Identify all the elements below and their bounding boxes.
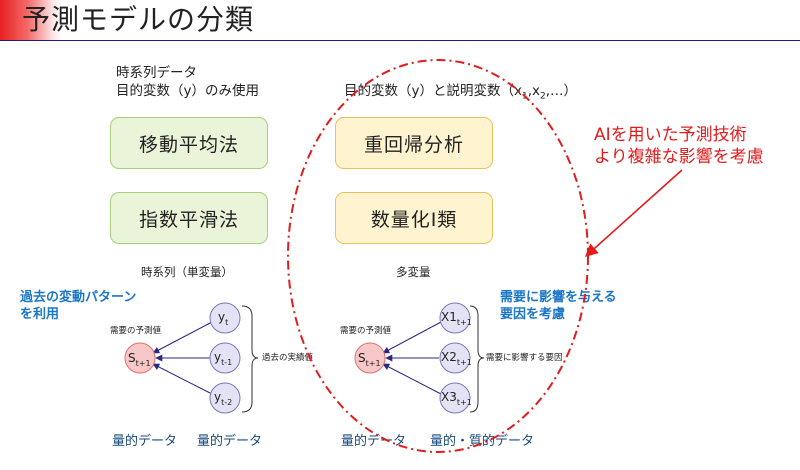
right-arrow-3	[382, 363, 442, 395]
left-note: 過去の変動パターンを利用	[20, 290, 137, 322]
method-box-exponential-smoothing: 指数平滑法	[110, 192, 268, 244]
right-target-label: 需要の予測値	[340, 326, 392, 336]
left-input-text-3: yt-2	[214, 390, 232, 407]
left-input-node-3	[209, 382, 241, 414]
left-target-node	[124, 342, 156, 374]
method-box-multiple-regression: 重回帰分析	[335, 117, 493, 169]
right-input-text-2: X2t+1	[441, 350, 472, 367]
multivariate-highlight-ellipse	[287, 59, 589, 453]
right-bracket-label: 需要に影響する要因	[486, 353, 563, 363]
right-input-text-3: X3t+1	[441, 390, 472, 407]
right-input-node-1	[439, 302, 471, 334]
right-target-text: St+1	[358, 351, 381, 368]
right-input-node-2	[439, 342, 471, 374]
right-caption: 多変量	[396, 265, 431, 279]
left-target-text: St+1	[128, 351, 151, 368]
left-diagram: St+1 yt yt-1 yt-2	[124, 302, 259, 414]
right-target-node	[354, 342, 386, 374]
left-arrow-1	[152, 321, 213, 354]
left-input-node-2	[209, 342, 241, 374]
right-input-text-1: X1t+1	[441, 310, 472, 327]
right-diagram: St+1 X1t+1 X2t+1 X3t+1	[354, 302, 485, 414]
page-title: 予測モデルの分類	[22, 3, 255, 36]
left-target-label: 需要の予測値	[110, 326, 162, 336]
bottom-label-left-target: 量的データ	[112, 434, 178, 449]
ai-arrow	[585, 169, 683, 257]
method-box-quantification-1: 数量化Ⅰ類	[335, 192, 493, 244]
left-input-text-1: yt	[218, 310, 228, 327]
left-header-line2: 目的変数（y）のみ使用	[116, 83, 259, 99]
left-input-text-2: yt-1	[214, 350, 232, 367]
bottom-label-right-inputs: 量的・質的データ	[430, 434, 535, 449]
left-bracket	[241, 305, 259, 413]
right-input-node-3	[439, 382, 471, 414]
ai-note: AIを用いた予測技術より複雑な影響を考慮	[594, 125, 764, 167]
bottom-label-right-target: 量的データ	[341, 434, 407, 449]
left-arrow-3	[152, 363, 213, 395]
right-header: 目的変数（y）と説明変数（x1,x2,…）	[344, 83, 578, 102]
title-divider	[0, 40, 800, 41]
left-input-node-1	[209, 302, 241, 334]
right-arrow-1	[382, 321, 442, 354]
title-accent-bar	[0, 0, 62, 40]
method-box-moving-average: 移動平均法	[110, 117, 268, 169]
bottom-label-left-inputs: 量的データ	[197, 434, 263, 449]
left-header-line1: 時系列データ	[116, 65, 197, 81]
left-caption: 時系列（単変量）	[141, 265, 233, 279]
right-note: 需要に影響を与える要因を考慮	[500, 290, 617, 322]
right-bracket	[469, 305, 485, 413]
left-bracket-label: 過去の実績値	[262, 353, 314, 363]
